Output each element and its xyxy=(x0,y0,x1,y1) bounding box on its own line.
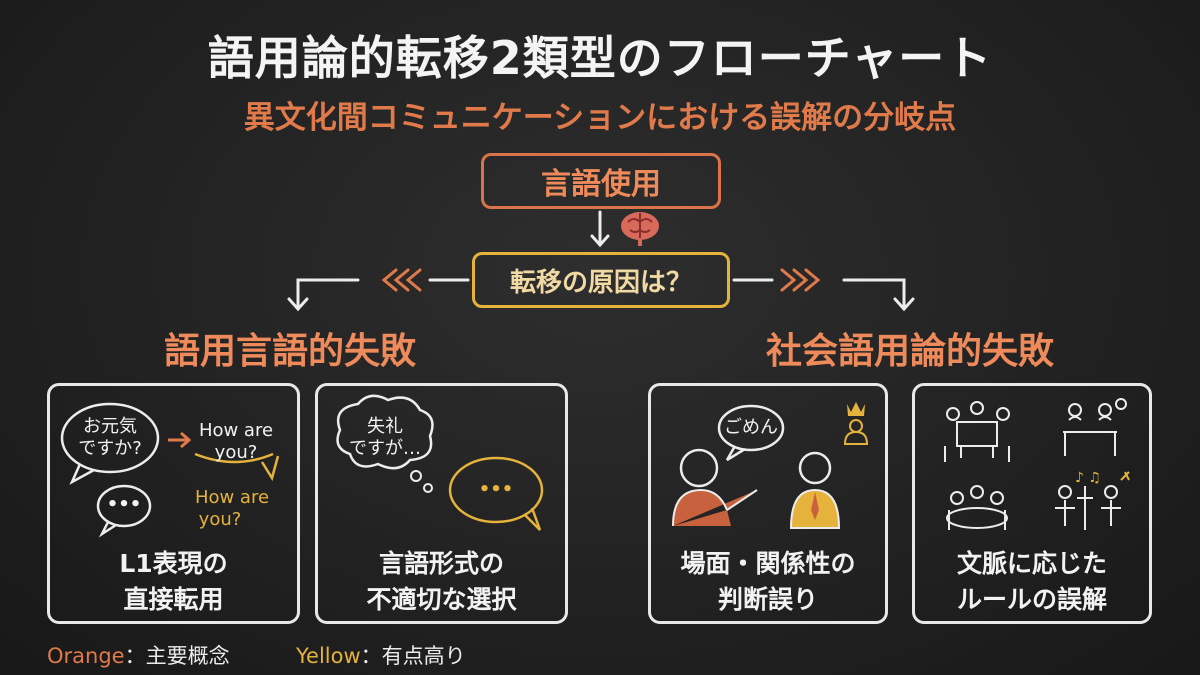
legend-yellow-key: Yellow xyxy=(296,644,361,668)
line-right-branch xyxy=(732,278,915,312)
card-form-choice: 失礼 ですが… ••• 言語形式の 不適切な選択 xyxy=(315,383,568,624)
boss-person-icon xyxy=(789,451,841,529)
arrow-root-to-question xyxy=(590,210,610,248)
speech-text: ごめん xyxy=(724,417,778,438)
legend-orange: Orange：主要概念 xyxy=(47,640,230,670)
card-caption-line1: 言語形式の xyxy=(378,549,504,578)
card-form-illustration xyxy=(336,394,544,531)
thought-line1: 失礼 xyxy=(367,416,403,437)
chevrons-left-icon xyxy=(381,268,422,292)
card-caption-line1: 文脈に応じた xyxy=(956,549,1107,578)
card-l1-transfer: お元気 ですか? How are you? ••• How are you? L… xyxy=(47,383,300,624)
bubble-en-line1: How are xyxy=(198,420,274,441)
thought-bubble-icon xyxy=(336,394,434,470)
legend-yellow-desc: ：有点高り xyxy=(360,644,466,668)
card-caption-line1: 場面・関係性の xyxy=(680,549,856,578)
dots-text: ••• xyxy=(106,494,142,515)
bubble-jp-line1: お元気 xyxy=(83,416,137,437)
dots-text: ••• xyxy=(478,479,514,500)
speaker-person-icon xyxy=(672,448,758,527)
branch-label-right: 社会語用論的失敗 xyxy=(765,331,1054,372)
question-node: 転移の原因は？ xyxy=(472,252,730,308)
page-subtitle: 異文化間コミュニケーションにおける誤解の分岐点 xyxy=(243,100,957,136)
root-node: 言語使用 xyxy=(481,153,721,209)
party-icon: ♪ ♫ xyxy=(1055,470,1130,530)
speech-bubble-icon xyxy=(717,404,785,452)
thought-line2: ですが… xyxy=(349,438,421,459)
en-orange-line1: How are xyxy=(194,487,270,508)
en-orange-line2: you? xyxy=(198,509,242,530)
card-situation-judgment: ごめん 場面・関係性の 判断誤り xyxy=(648,383,888,624)
card-situation-illustration xyxy=(672,402,869,529)
branch-label-left: 語用言語的失敗 xyxy=(163,331,416,372)
dining-icon xyxy=(1063,398,1127,456)
legend-orange-desc: ：主要概念 xyxy=(124,644,230,668)
speech-bubble-jp xyxy=(60,402,160,474)
crown-person-icon xyxy=(843,402,869,445)
card-caption-line1: L1表現の xyxy=(119,549,228,578)
card-l1-illustration xyxy=(60,402,280,538)
speech-bubble-dots xyxy=(96,484,152,528)
speech-bubble-en xyxy=(194,452,280,482)
card-caption-line2: 判断誤り xyxy=(717,585,818,614)
group-table-icon xyxy=(946,485,1008,530)
legend-orange-key: Orange xyxy=(47,644,125,668)
line-left-branch xyxy=(287,278,470,312)
page-title: 語用論的転移2類型のフローチャート xyxy=(207,31,993,85)
bubble-jp-line2: ですか? xyxy=(78,438,142,459)
legend-yellow: Yellow：有点高り xyxy=(296,640,466,670)
svg-text:♪ ♫: ♪ ♫ xyxy=(1075,470,1101,486)
brain-icon xyxy=(621,212,659,246)
card-context-rules: ♪ ♫ 文脈に応じた ルールの誤解 xyxy=(912,383,1152,624)
bubble-en-line2: you? xyxy=(214,442,258,463)
chevrons-right-icon xyxy=(780,268,821,292)
card-caption-line2: 直接転用 xyxy=(123,585,224,614)
card-context-illustration: ♪ ♫ xyxy=(944,398,1130,530)
card-caption-line2: 不適切な選択 xyxy=(366,585,517,614)
meeting-table-icon xyxy=(944,401,1010,462)
arrow-right-icon xyxy=(168,431,192,449)
speech-bubble-yellow xyxy=(448,456,544,524)
card-caption-line2: ルールの誤解 xyxy=(956,585,1107,614)
